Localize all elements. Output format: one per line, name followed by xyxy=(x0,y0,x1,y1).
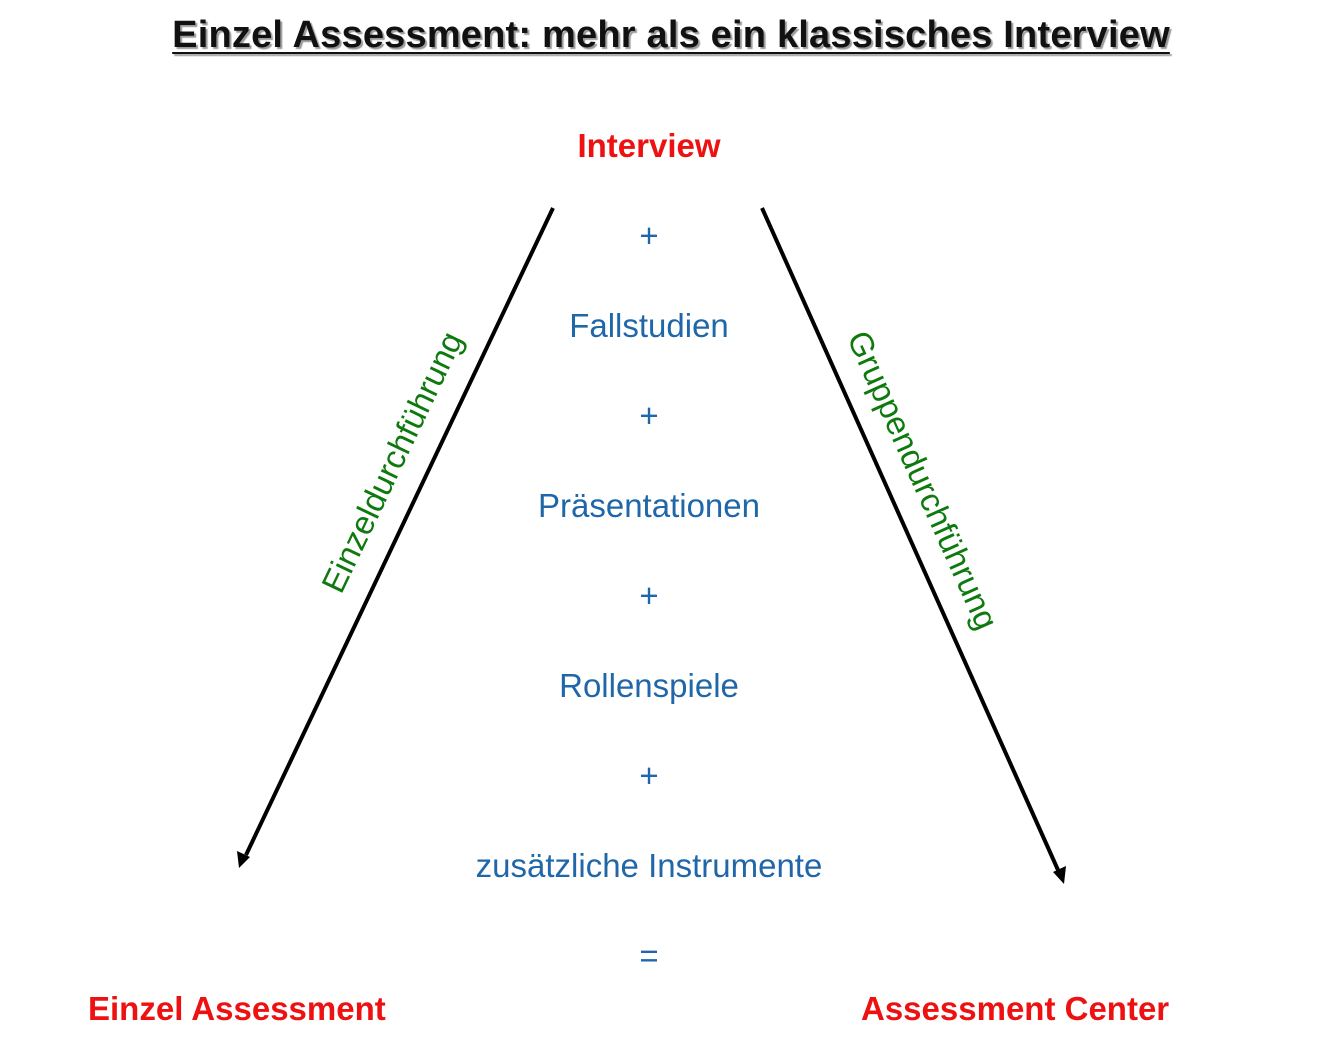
plus-operator-3: + xyxy=(639,577,659,614)
component-rollenspiele: Rollenspiele xyxy=(559,667,739,704)
plus-operator-2: + xyxy=(639,397,659,434)
result-einzel-assessment: Einzel Assessment xyxy=(88,990,386,1027)
top-item-interview: Interview xyxy=(577,127,721,164)
right-arrowhead xyxy=(1053,866,1066,884)
component-praesentationen: Präsentationen xyxy=(538,487,760,524)
component-fallstudien: Fallstudien xyxy=(569,307,729,344)
left-arrow-line xyxy=(244,207,555,856)
equals-operator: = xyxy=(639,937,659,974)
diagram-title: Einzel Assessment: mehr als ein klassisc… xyxy=(172,14,1170,56)
plus-operator-1: + xyxy=(639,217,659,254)
left-arrow xyxy=(237,207,555,868)
plus-operator-4: + xyxy=(639,757,659,794)
right-arrow xyxy=(760,207,1066,884)
component-zusaetzliche-instrumente: zusätzliche Instrumente xyxy=(475,847,823,884)
right-arrow-line xyxy=(760,207,1060,871)
result-assessment-center: Assessment Center xyxy=(861,990,1170,1027)
left-arrowhead xyxy=(237,851,250,868)
